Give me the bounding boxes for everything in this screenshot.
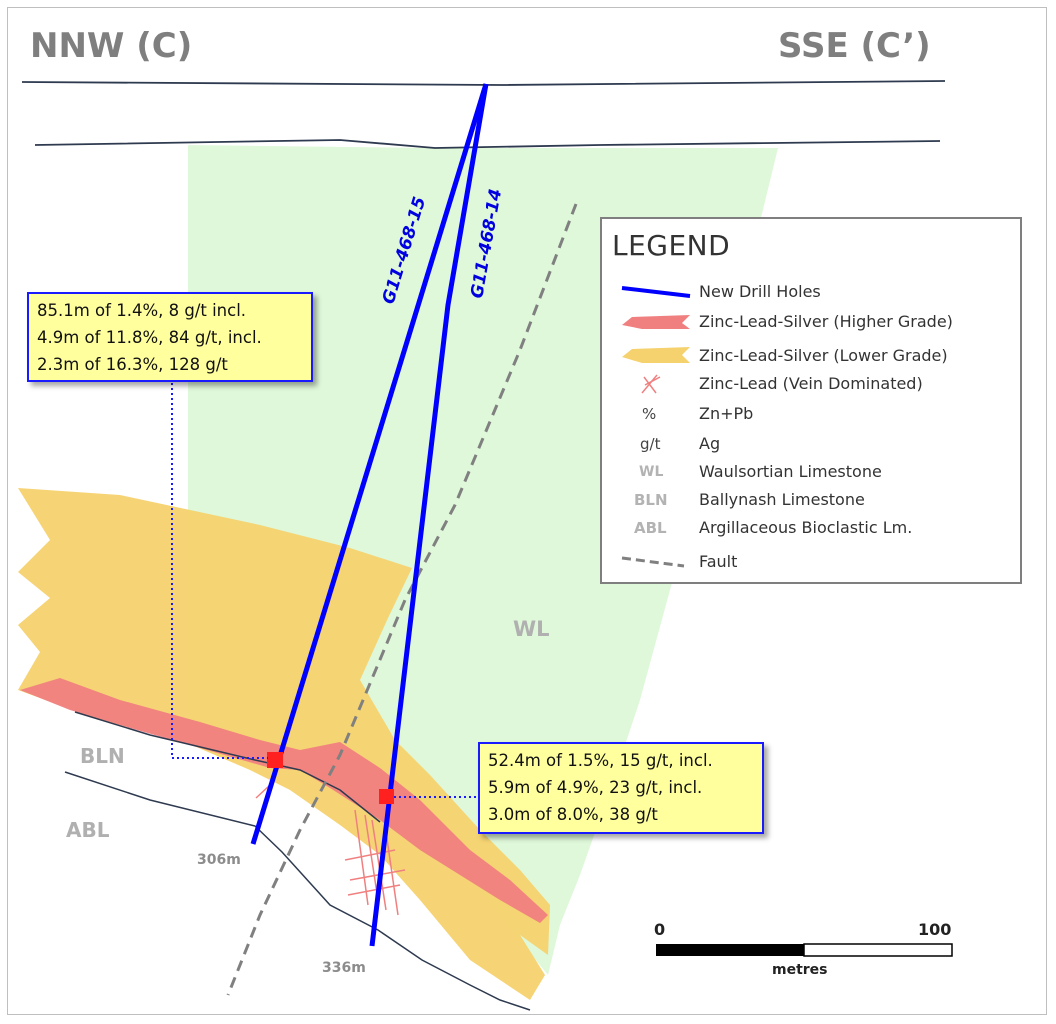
callout-line: 52.4m of 1.5%, 15 g/t, incl.	[488, 751, 713, 770]
figure-frame	[7, 7, 1047, 1015]
intercept-marker-14[interactable]	[379, 789, 394, 804]
legend-symbol-gt: g/t	[640, 435, 661, 453]
legend-item-label: New Drill Holes	[699, 282, 821, 301]
unit-label-abl: ABL	[66, 818, 110, 842]
legend-item-label: Zn+Pb	[699, 404, 754, 423]
legend-symbol-abl: ABL	[634, 519, 667, 537]
yellow-band-icon	[612, 343, 692, 369]
section-right-direction: SSE (C’)	[778, 26, 931, 66]
callout-line: 2.3m of 16.3%, 128 g/t	[37, 355, 228, 374]
legend-item-label: Argillaceous Bioclastic Lm.	[699, 518, 913, 537]
abl-contact-line	[64, 771, 531, 1011]
legend-item-label: Ag	[699, 434, 721, 453]
dashed-line-icon	[612, 549, 692, 575]
legend-symbol-bln: BLN	[634, 491, 668, 509]
callout-line: 3.0m of 8.0%, 38 g/t	[488, 805, 658, 824]
legend-item: BLN Ballynash Limestone	[602, 487, 1022, 513]
drill-hole-15-line[interactable]	[250, 83, 489, 845]
legend-item: % Zn+Pb	[602, 401, 1022, 427]
legend-item: Fault	[602, 549, 1022, 575]
legend-item: Zinc-Lead-Silver (Lower Grade)	[602, 343, 1022, 369]
legend-item-label: Zinc-Lead-Silver (Lower Grade)	[699, 346, 948, 365]
unit-label-wl: WL	[513, 617, 550, 641]
scale-bar-unit: metres	[772, 962, 828, 978]
blue-line-icon	[612, 279, 692, 305]
intercept-marker-15[interactable]	[267, 752, 283, 768]
drill-hole-14-depth: 336m	[322, 960, 366, 976]
legend-item: g/t Ag	[602, 431, 1022, 457]
legend-item: Zinc-Lead (Vein Dominated)	[602, 371, 1022, 397]
intercept-callout-14: 52.4m of 1.5%, 15 g/t, incl. 5.9m of 4.9…	[478, 742, 764, 834]
fault-line	[226, 203, 578, 996]
drill-hole-15-depth: 306m	[197, 852, 241, 868]
legend-item-label: Zinc-Lead (Vein Dominated)	[699, 374, 923, 393]
callout-line: 5.9m of 4.9%, 23 g/t, incl.	[488, 778, 703, 797]
section-left-direction: NNW (C)	[30, 26, 193, 66]
surface-line	[21, 80, 946, 86]
legend-symbol-percent: %	[642, 405, 657, 423]
unit-label-bln: BLN	[80, 744, 125, 768]
legend-item-label: Zinc-Lead-Silver (Higher Grade)	[699, 312, 953, 331]
scale-bar-min: 0	[654, 920, 666, 939]
vein-cluster	[255, 784, 406, 916]
leader-line-15	[171, 383, 268, 759]
intercept-callout-15: 85.1m of 1.4%, 8 g/t incl. 4.9m of 11.8%…	[27, 292, 313, 382]
legend-item: ABL Argillaceous Bioclastic Lm.	[602, 515, 1022, 541]
legend-title: LEGEND	[612, 229, 731, 262]
legend-item: New Drill Holes	[602, 279, 1022, 305]
higher-grade-zone	[20, 678, 548, 923]
callout-line: 4.9m of 11.8%, 84 g/t, incl.	[37, 328, 262, 347]
legend-item-label: Waulsortian Limestone	[699, 462, 882, 481]
red-veins-icon	[612, 371, 692, 397]
red-band-icon	[612, 309, 692, 335]
legend-item-label: Ballynash Limestone	[699, 490, 865, 509]
legend-symbol-wl: WL	[639, 464, 664, 480]
callout-line: 85.1m of 1.4%, 8 g/t incl.	[37, 301, 247, 320]
drill-hole-14-line[interactable]	[369, 83, 489, 947]
scale-bar-max: 100	[918, 920, 952, 939]
legend-item-label: Fault	[699, 552, 738, 571]
legend-item: Zinc-Lead-Silver (Higher Grade)	[602, 309, 1022, 335]
bedrock-line	[34, 139, 941, 149]
legend-item: WL Waulsortian Limestone	[602, 459, 1022, 485]
legend-box: LEGEND New Drill Holes Zinc-Lead-Silver …	[600, 217, 1022, 584]
